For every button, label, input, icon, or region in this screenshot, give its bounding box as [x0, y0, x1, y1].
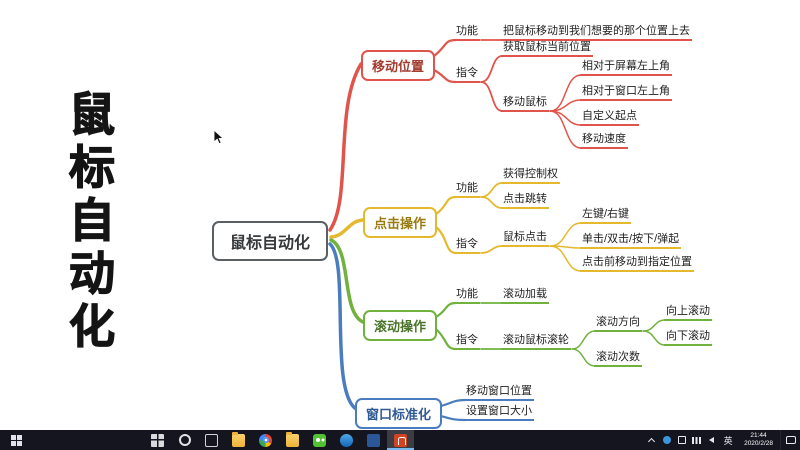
task-view-icon	[205, 433, 218, 447]
tray-onedrive[interactable]	[659, 430, 674, 450]
topic-click-operation[interactable]: 点击操作	[363, 207, 438, 238]
powerpoint-icon	[394, 433, 407, 447]
topic-window-standardize[interactable]: 窗口标准化	[355, 398, 443, 429]
notes-icon	[367, 433, 380, 447]
app-grid-icon	[151, 433, 164, 447]
qq-icon	[340, 433, 353, 447]
tray-volume[interactable]	[704, 430, 719, 450]
windows-logo-icon	[10, 434, 22, 446]
node-command[interactable]: 指令	[454, 237, 480, 254]
tray-network[interactable]	[689, 430, 704, 450]
background-app-icon	[677, 436, 686, 444]
taskbar-powerpoint-active[interactable]	[387, 430, 414, 450]
mouse-cursor	[213, 130, 225, 145]
leaf-scroll-times[interactable]: 滚动次数	[594, 350, 642, 367]
clock-time: 21:44	[750, 431, 767, 439]
node-scroll-direction[interactable]: 滚动方向	[594, 315, 642, 332]
action-center-button[interactable]	[780, 430, 800, 450]
taskbar-chrome[interactable]	[252, 430, 279, 450]
leaf-scroll-down[interactable]: 向下滚动	[664, 329, 712, 346]
taskbar-clock[interactable]: 21:44 2020/2/28	[737, 432, 780, 449]
start-button[interactable]	[0, 430, 32, 450]
root-node[interactable]: 鼠标自动化	[212, 221, 329, 261]
taskbar-qq[interactable]	[333, 430, 360, 450]
leaf-scroll-up[interactable]: 向上滚动	[664, 304, 712, 321]
topic-move-position[interactable]: 移动位置	[361, 50, 436, 81]
onedrive-icon	[662, 436, 671, 444]
leaf-scroll-load[interactable]: 滚动加载	[501, 287, 549, 304]
leaf-click-types[interactable]: 单击/双击/按下/弹起	[580, 232, 682, 249]
chevron-up-icon	[648, 437, 656, 445]
taskbar-wechat[interactable]	[306, 430, 333, 450]
input-method-indicator[interactable]: 英	[723, 435, 733, 446]
topic-scroll-operation[interactable]: 滚动操作	[363, 310, 438, 341]
cortana-icon	[178, 434, 191, 446]
system-tray: 英 21:44 2020/2/28	[644, 430, 800, 450]
node-function[interactable]: 功能	[454, 287, 480, 304]
leaf-click-jump[interactable]: 点击跳转	[501, 192, 549, 209]
taskbar-apps	[144, 430, 414, 450]
mindmap-canvas: 鼠标自动化	[61, 24, 712, 429]
tray-expand-button[interactable]	[644, 430, 659, 450]
taskbar-task-view[interactable]	[198, 430, 225, 450]
leaf-screen-topleft[interactable]: 相对于屏幕左上角	[580, 59, 672, 76]
wechat-icon	[313, 433, 326, 447]
folder-icon	[286, 431, 299, 447]
network-icon	[692, 436, 702, 444]
leaf-get-position[interactable]: 获取鼠标当前位置	[501, 40, 593, 57]
taskbar-notes[interactable]	[360, 430, 387, 450]
leaf-move-window-position[interactable]: 移动窗口位置	[464, 384, 534, 401]
node-scroll-wheel[interactable]: 滚动鼠标滚轮	[501, 333, 571, 350]
vertical-poster-title: 鼠标自动化	[61, 89, 116, 355]
leaf-gain-control[interactable]: 获得控制权	[501, 167, 560, 184]
node-mouse-click[interactable]: 鼠标点击	[501, 230, 549, 247]
tray-background-app[interactable]	[674, 430, 689, 450]
leaf-left-right-button[interactable]: 左键/右键	[580, 207, 632, 224]
node-command[interactable]: 指令	[454, 66, 480, 83]
leaf-custom-origin[interactable]: 自定义起点	[580, 109, 639, 126]
file-explorer-icon	[232, 431, 245, 447]
node-function[interactable]: 功能	[454, 24, 480, 41]
clock-date: 2020/2/28	[744, 440, 773, 447]
node-move-mouse[interactable]: 移动鼠标	[501, 95, 549, 112]
leaf-move-speed[interactable]: 移动速度	[580, 132, 628, 149]
taskbar-app-grid[interactable]	[144, 430, 171, 450]
taskbar-folder[interactable]	[279, 430, 306, 450]
leaf-move-target[interactable]: 把鼠标移动到我们想要的那个位置上去	[501, 24, 692, 41]
leaf-set-window-size[interactable]: 设置窗口大小	[464, 404, 534, 421]
taskbar-file-explorer[interactable]	[225, 430, 252, 450]
chrome-icon	[259, 433, 272, 447]
volume-icon	[709, 437, 715, 443]
leaf-window-topleft[interactable]: 相对于窗口左上角	[580, 84, 672, 101]
node-function[interactable]: 功能	[454, 181, 480, 198]
taskbar-cortana[interactable]	[171, 430, 198, 450]
leaf-move-before-click[interactable]: 点击前移动到指定位置	[580, 255, 694, 272]
node-command[interactable]: 指令	[454, 333, 480, 350]
taskbar: 英 21:44 2020/2/28	[0, 430, 800, 450]
notification-bubble-icon	[785, 436, 796, 444]
